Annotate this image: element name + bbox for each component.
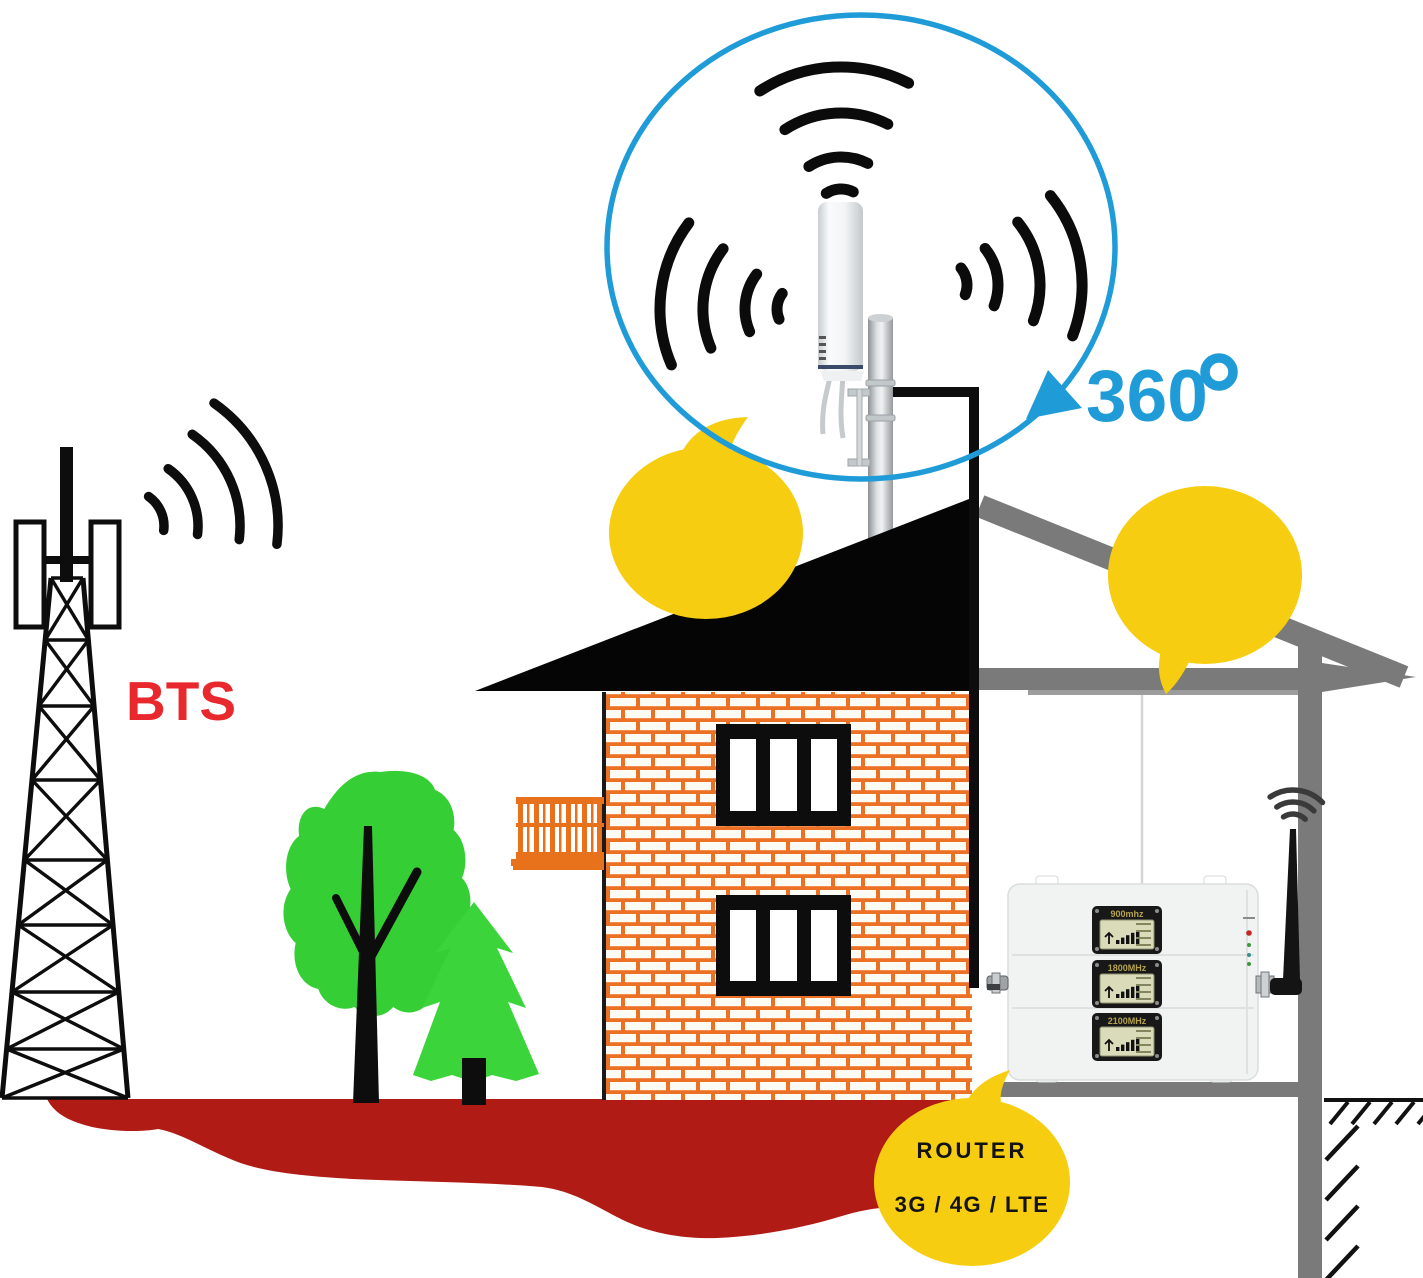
svg-text:BTS: BTS [126, 670, 236, 732]
svg-text:ROUTER: ROUTER [917, 1138, 1028, 1163]
svg-text:3G / 4G / LTE: 3G / 4G / LTE [895, 1192, 1050, 1217]
svg-text:360: 360 [1086, 356, 1208, 437]
svg-text:1800MHz: 1800MHz [1108, 963, 1147, 973]
svg-text:900mhz: 900mhz [1110, 909, 1144, 919]
svg-text:2100MHz: 2100MHz [1108, 1016, 1147, 1026]
